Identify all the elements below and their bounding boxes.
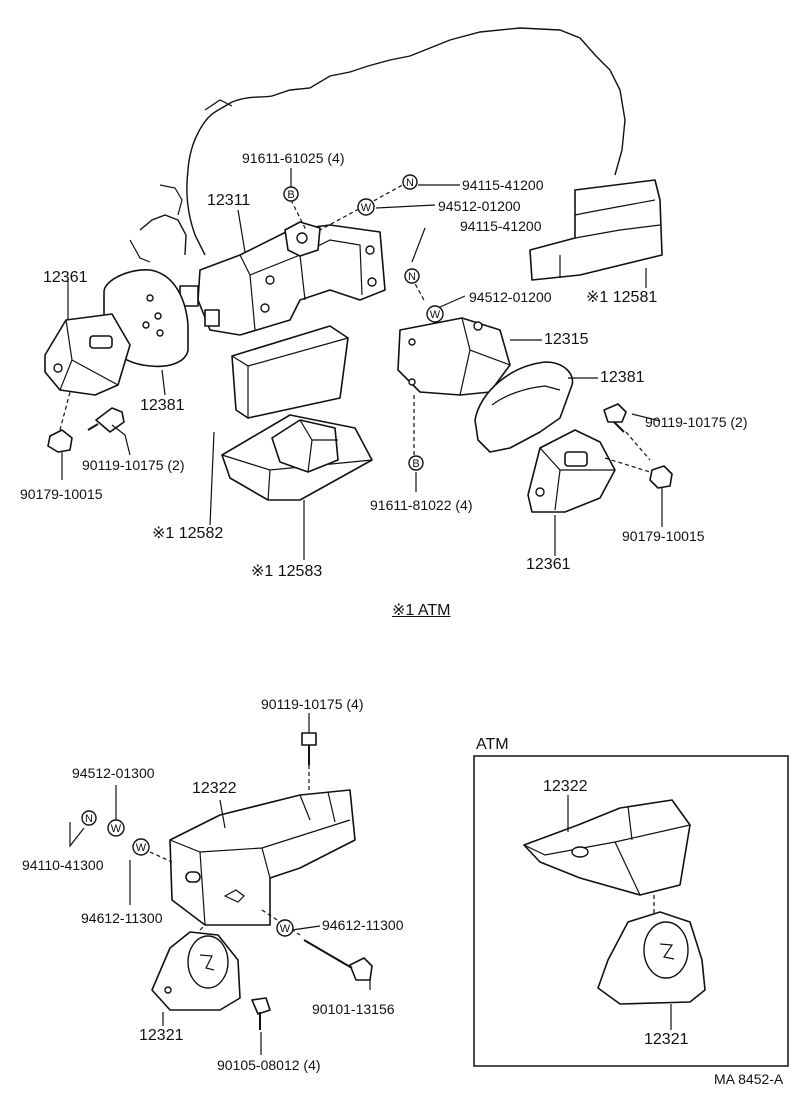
label-90105-08012: 90105-08012 (4) xyxy=(217,1057,321,1073)
label-12322-atm: 12322 xyxy=(543,778,588,795)
svg-text:N: N xyxy=(406,177,414,189)
bolt-90119-right xyxy=(603,403,627,423)
engine-detail xyxy=(129,99,233,263)
label-94612-11300-left: 94612-11300 xyxy=(81,910,163,926)
svg-text:W: W xyxy=(136,842,147,854)
cover-12582 xyxy=(231,325,349,419)
ring-w-upper: W xyxy=(357,198,375,216)
bolt-90119-left xyxy=(95,407,125,433)
cover-12583 xyxy=(221,414,373,501)
svg-text:W: W xyxy=(280,923,291,935)
atm-box xyxy=(473,755,789,1067)
label-12583: ※1 12583 xyxy=(251,563,323,580)
label-12315: 12315 xyxy=(544,331,589,348)
ring-n-upper: N xyxy=(402,174,418,190)
label-12381-right: 12381 xyxy=(600,369,645,386)
ring-b-lower: B xyxy=(408,455,424,471)
svg-text:N: N xyxy=(408,271,416,283)
svg-text:W: W xyxy=(361,202,372,214)
nut-90179-left xyxy=(47,429,73,453)
label-12361-left: 12361 xyxy=(43,269,88,286)
svg-text:N: N xyxy=(85,813,93,825)
engine-outline xyxy=(139,27,626,256)
atm-box-title: ATM xyxy=(476,736,509,753)
label-90119-10175-2-left: 90119-10175 (2) xyxy=(82,457,185,473)
label-94115-41200-b: 94115-41200 xyxy=(460,218,542,234)
ring-w-lower-a: W xyxy=(107,819,125,837)
label-90119-10175-4: 90119-10175 (4) xyxy=(261,696,364,712)
label-12321-atm: 12321 xyxy=(644,1031,689,1048)
bolt-90101 xyxy=(349,957,373,981)
label-12381-left: 12381 xyxy=(140,397,185,414)
label-94110-41300: 94110-41300 xyxy=(22,857,104,873)
label-90101-13156: 90101-13156 xyxy=(312,1001,395,1017)
ring-w-right: W xyxy=(426,305,444,323)
label-91611-61025: 91611-61025 (4) xyxy=(242,150,345,166)
mount-12321-atm xyxy=(597,911,706,1005)
label-90119-10175-2-right: 90119-10175 (2) xyxy=(645,414,748,430)
mount-12361-right xyxy=(527,429,616,513)
section-note-atm: ※1 ATM xyxy=(392,602,451,619)
mount-12361-left xyxy=(44,313,131,396)
ring-b-upper: B xyxy=(283,186,299,202)
ring-w-lower-b: W xyxy=(132,838,150,856)
bolt-90105 xyxy=(251,997,271,1015)
ring-n-right: N xyxy=(404,268,420,284)
svg-text:W: W xyxy=(111,823,122,835)
ring-w-lower-c: W xyxy=(276,919,294,937)
label-94115-41200-a: 94115-41200 xyxy=(462,177,544,193)
label-91611-81022: 91611-81022 (4) xyxy=(370,497,473,513)
svg-text:B: B xyxy=(287,189,294,201)
label-94512-01200-b: 94512-01200 xyxy=(469,289,552,305)
nut-90179-right xyxy=(649,465,673,489)
ring-n-lower: N xyxy=(81,810,97,826)
label-12311: 12311 xyxy=(207,192,251,209)
label-12581: ※1 12581 xyxy=(586,289,658,306)
label-94512-01300: 94512-01300 xyxy=(72,765,155,781)
engine-bracket-12311 xyxy=(179,221,386,336)
label-90179-10015-left: 90179-10015 xyxy=(20,486,103,502)
label-94512-01200-a: 94512-01200 xyxy=(438,198,521,214)
cover-12581 xyxy=(529,179,663,281)
bracket-12322 xyxy=(169,789,356,926)
svg-text:W: W xyxy=(430,309,441,321)
label-94612-11300-right: 94612-11300 xyxy=(322,917,404,933)
label-12582: ※1 12582 xyxy=(152,525,224,542)
bolt-90119-lower xyxy=(301,732,317,746)
label-12361-right: 12361 xyxy=(526,556,571,573)
label-12322: 12322 xyxy=(192,780,237,797)
bracket-12322-atm xyxy=(523,799,691,896)
insulator-12381-right xyxy=(474,361,574,453)
figure-code: MA 8452-A xyxy=(714,1071,784,1087)
bracket-12315 xyxy=(397,317,511,396)
label-90179-10015-right: 90179-10015 xyxy=(622,528,705,544)
mount-12321-left xyxy=(151,931,241,1011)
label-12321-left: 12321 xyxy=(139,1027,184,1044)
svg-text:B: B xyxy=(412,458,419,470)
